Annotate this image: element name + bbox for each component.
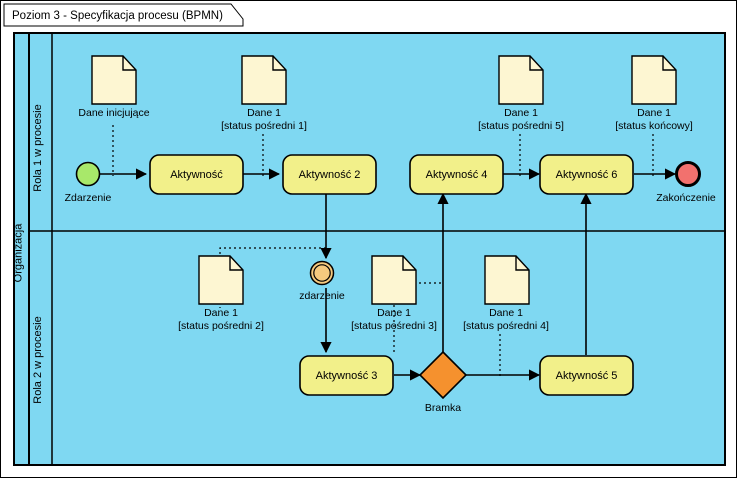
lane-1-label: Rola 1 w procesie: [32, 104, 44, 191]
frame-title-tab: Poziom 3 - Specyfikacja procesu (BPMN): [3, 3, 244, 27]
document-label-line1: Dane 1: [489, 307, 523, 319]
end-event-label: Zakończenie: [656, 192, 716, 204]
task-aktywnosc-3[interactable]: Aktywność 3: [299, 355, 394, 396]
document-label-line2: [status końcowy]: [615, 120, 693, 132]
intermediate-event-label: zdarzenie: [299, 290, 345, 302]
document-dane-1-status-posredni-4[interactable]: Dane 1 [status pośredni 4]: [463, 255, 549, 332]
gateway-label: Bramka: [425, 402, 461, 414]
task-label: Aktywność 4: [426, 169, 488, 181]
task-aktywnosc-5[interactable]: Aktywność 5: [539, 355, 634, 396]
document-dane-1-status-posredni-3[interactable]: Dane 1 [status pośredni 3]: [351, 255, 437, 332]
frame-title-label: Poziom 3 - Specyfikacja procesu (BPMN): [12, 10, 223, 22]
task-label: Aktywność 3: [316, 370, 378, 382]
task-label: Aktywność 5: [556, 370, 618, 382]
document-dane-inicjujace[interactable]: Dane inicjujące: [78, 55, 150, 119]
document-dane-1-status-posredni-2[interactable]: Dane 1 [status pośredni 2]: [178, 255, 264, 332]
task-label: Aktywność 2: [299, 169, 361, 181]
start-event[interactable]: Zdarzenie: [65, 161, 112, 205]
document-label-line1: Dane 1: [377, 307, 411, 319]
gateway-bramka[interactable]: Bramka: [418, 350, 468, 414]
intermediate-event[interactable]: zdarzenie: [299, 260, 345, 303]
document-label-line2: [status pośredni 5]: [478, 120, 564, 132]
end-event[interactable]: Zakończenie: [656, 161, 716, 205]
lane-rola-1: Rola 1 w procesie: [32, 33, 53, 231]
document-label-line1: Dane 1: [247, 107, 281, 119]
start-event-label: Zdarzenie: [65, 192, 112, 204]
document-label-line2: [status pośredni 1]: [221, 120, 307, 132]
document-label-line2: [status pośredni 4]: [463, 320, 549, 332]
document-label-line1: Dane 1: [204, 307, 238, 319]
task-aktywnosc-2[interactable]: Aktywność 2: [282, 154, 377, 195]
sequence-flows: [100, 168, 677, 381]
data-associations: [112, 125, 654, 377]
document-label-line2: [status pośredni 2]: [178, 320, 264, 332]
lane-2-label: Rola 2 w procesie: [32, 316, 44, 403]
document-label-line1: Dane 1: [637, 107, 671, 119]
document-dane-1-status-posredni-1[interactable]: Dane 1 [status pośredni 1]: [221, 55, 307, 132]
task-aktywnosc-6[interactable]: Aktywność 6: [539, 154, 634, 195]
task-label: Aktywność 6: [556, 169, 618, 181]
task-aktywnosc[interactable]: Aktywność: [149, 154, 244, 195]
document-label-line2: [status pośredni 3]: [351, 320, 437, 332]
task-aktywnosc-4[interactable]: Aktywność 4: [409, 154, 504, 195]
document-dane-1-status-posredni-5[interactable]: Dane 1 [status pośredni 5]: [478, 55, 564, 132]
pool-name-label: Organizacja: [13, 223, 25, 283]
task-label: Aktywność: [170, 169, 223, 181]
document-label-line1: Dane inicjujące: [78, 107, 149, 119]
lane-rola-2: Rola 2 w procesie: [32, 231, 53, 465]
document-dane-1-status-koncowy[interactable]: Dane 1 [status końcowy]: [615, 55, 693, 132]
document-label-line1: Dane 1: [504, 107, 538, 119]
